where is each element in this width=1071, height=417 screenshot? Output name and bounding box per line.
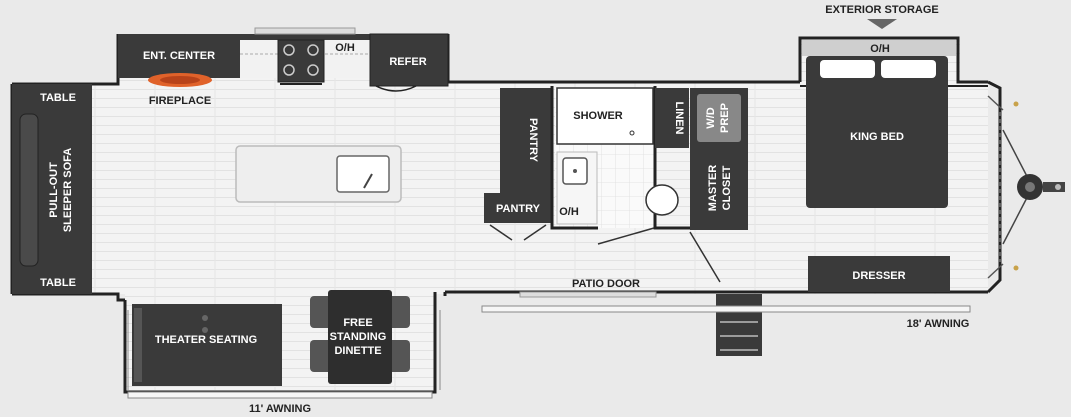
arrow-down-icon [867,19,897,29]
theater-seating: THEATER SEATING [132,304,282,386]
wd-prep: W/D PREP [690,88,748,148]
dinette-label-line1: FREE [343,317,372,329]
sofa-label-line2: SLEEPER SOFA [62,148,74,232]
table-bottom-label: TABLE [40,277,76,289]
free-standing-dinette: FREE STANDING DINETTE [310,290,410,384]
theater-seating-label: THEATER SEATING [155,334,257,346]
awning-11: 11' AWNING [127,391,433,415]
bath-door-swing [597,227,655,245]
rear-table-bottom: TABLE [12,270,92,294]
awning-18-label: 18' AWNING [907,318,970,330]
awning-11-label: 11' AWNING [249,403,311,415]
wd-label-line1: W/D [705,107,717,128]
dinette-label-line3: DINETTE [334,345,381,357]
bedroom-oh-label: O/H [870,43,890,55]
linen-label: LINEN [673,102,685,135]
linen-cabinet: LINEN [655,88,689,148]
refer-label: REFER [389,56,426,68]
front-cap [987,95,1019,279]
dresser-label: DRESSER [852,270,905,282]
bedroom-overhead: O/H [802,40,956,56]
ent-center-label: ENT. CENTER [143,50,215,62]
rear-table-top: TABLE [12,84,92,110]
kitchen-oh-label: O/H [335,42,355,54]
fireplace-label: FIREPLACE [149,95,211,107]
dresser: DRESSER [808,256,950,292]
toilet [645,184,679,216]
king-bed: KING BED [806,56,948,208]
exterior-storage-label: EXTERIOR STORAGE [825,4,938,16]
sofa-label-line1: PULL-OUT [48,162,60,218]
slide-topper [254,27,356,35]
stove [277,39,325,85]
king-bed-label: KING BED [850,131,904,143]
closet-label-line1: MASTER [707,165,719,212]
refrigerator: REFER [369,33,449,92]
closet-label-line2: CLOSET [721,165,733,210]
pantry-small: PANTRY [484,193,552,241]
bathroom-sink: O/H [556,151,598,225]
hitch-icon [1002,129,1065,245]
fireplace: FIREPLACE [148,73,212,107]
pantry-tall-label: PANTRY [527,118,539,163]
kitchen-island [235,145,402,203]
shower-label: SHOWER [573,110,623,122]
bath-oh-label: O/H [559,206,579,218]
shower: SHOWER [556,87,654,145]
pantry-small-label: PANTRY [496,203,541,215]
exterior-storage: EXTERIOR STORAGE [825,4,939,29]
wd-label-line2: PREP [719,103,731,133]
ent-center: ENT. CENTER [118,34,240,78]
master-closet: MASTER CLOSET [690,148,748,230]
awning-18: 18' AWNING [481,305,971,330]
table-top-label: TABLE [40,92,76,104]
patio-door: PATIO DOOR [519,278,657,298]
sleeper-sofa: PULL-OUT SLEEPER SOFA [12,110,92,270]
patio-door-label: PATIO DOOR [572,278,640,290]
entry-steps [716,294,762,356]
dinette-label-line2: STANDING [330,331,387,343]
bedroom-door-swing [689,231,721,283]
pantry-tall: PANTRY [500,88,552,193]
